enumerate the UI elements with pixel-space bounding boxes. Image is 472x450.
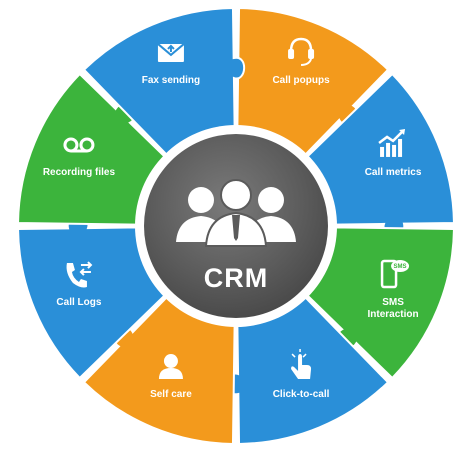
headset-icon (288, 37, 315, 66)
segment-label: Call popups (272, 75, 330, 86)
segment-label: SMS (382, 297, 404, 308)
segment-label: Fax sending (142, 75, 200, 86)
crm-hub: CRM (135, 125, 337, 327)
segment-label: Call Logs (56, 297, 101, 308)
segment-label: Self care (150, 389, 192, 400)
segment-label: Interaction (367, 309, 418, 320)
center-title: CRM (204, 263, 269, 293)
people-group-icon (176, 179, 296, 247)
svg-text:SMS: SMS (394, 264, 407, 270)
fax-envelope-icon (157, 43, 185, 62)
bar-chart-icon (378, 128, 406, 157)
hand-click-icon (291, 349, 312, 380)
segment-label: Call metrics (365, 167, 422, 178)
voicemail-icon (63, 137, 95, 153)
user-icon (158, 354, 183, 380)
sms-phone-icon: SMS (380, 259, 410, 289)
segment-label: Recording files (43, 167, 116, 178)
segment-label: Click-to-call (273, 389, 330, 400)
phone-log-icon (66, 261, 93, 288)
